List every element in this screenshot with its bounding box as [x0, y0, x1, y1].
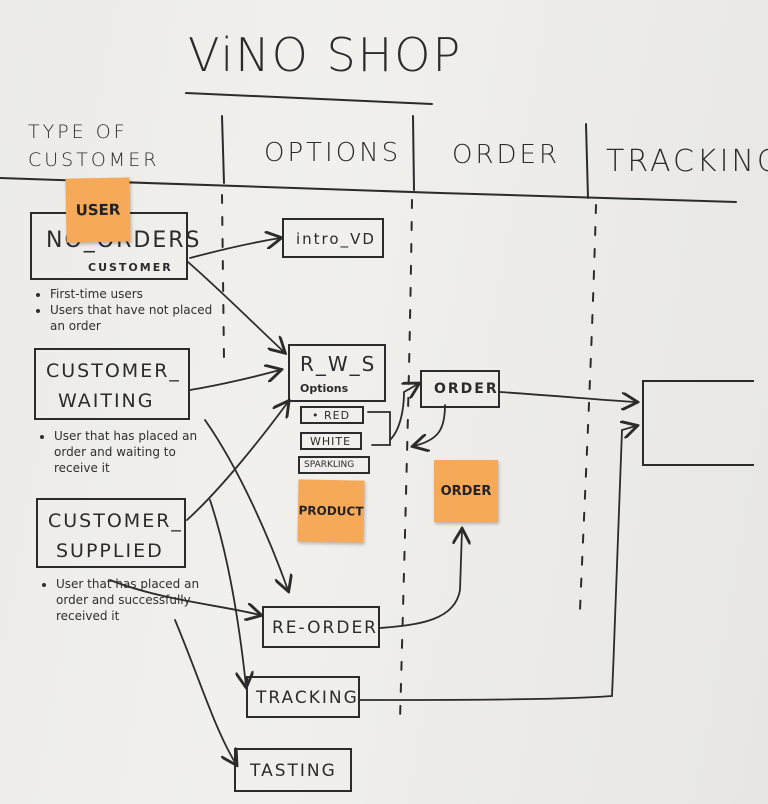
arrow-options-order	[389, 384, 418, 441]
option-white-box: WHITE	[300, 432, 362, 450]
option-tracking-box: TRACKING	[246, 676, 360, 718]
arrow-waiting-rws	[189, 370, 280, 391]
customer-supplied-notes: User that has placed an order and succes…	[42, 576, 216, 624]
arrow-tracking-page	[359, 426, 636, 701]
order-box-label: ORDER	[434, 381, 499, 397]
page-title: ViNO SHOP	[188, 28, 463, 82]
option-red-label: • RED	[312, 409, 351, 422]
sticky-note-product: PRODUCT	[297, 479, 365, 543]
option-intro-box: intro_VD	[282, 218, 384, 258]
arrow-supplied-rws	[186, 402, 288, 521]
note-supplied: User that has placed an order and succes…	[56, 576, 216, 624]
option-reorder-box: RE-ORDER	[262, 606, 380, 648]
customer-no-orders-notes: First-time users Users that have not pla…	[36, 286, 220, 334]
column-divider-1	[221, 115, 225, 184]
column-divider-3	[585, 123, 589, 199]
note-not-placed: Users that have not placed an order	[50, 302, 220, 334]
arrow-supplied-tracking	[209, 499, 246, 686]
sticky-note-user: USER	[65, 177, 131, 243]
dashed-divider-3	[579, 204, 597, 611]
customer-supplied-box: CUSTOMER_ SUPPLIED	[36, 498, 186, 568]
column-header-options: OPTIONS	[264, 138, 402, 168]
option-rws-box: R_W_S Options	[288, 344, 386, 402]
option-rws-label: R_W_S	[300, 352, 377, 376]
arrow-noorders-intro	[189, 238, 280, 259]
customer-waiting-box: CUSTOMER_ WAITING	[34, 348, 190, 420]
option-sparkling-label: SPARKLING	[304, 460, 355, 470]
column-header-order: ORDER	[452, 140, 561, 170]
option-red-box: • RED	[300, 406, 364, 424]
option-tasting-label: TASTING	[250, 761, 337, 781]
option-tasting-box: TASTING	[234, 748, 352, 792]
column-header-type-of-customer: TYPE OF CUSTOMER	[28, 121, 160, 171]
dashed-divider-1	[221, 194, 225, 361]
bracket-red-white	[367, 411, 391, 446]
customer-supplied-label-1: CUSTOMER_	[48, 510, 183, 532]
option-tracking-label: TRACKING	[256, 688, 359, 708]
dashed-divider-2	[399, 199, 413, 721]
option-sparkling-box: SPARKLING	[298, 456, 370, 474]
arrow-noorders-rws	[187, 261, 284, 352]
arrow-waiting-reorder	[204, 419, 288, 590]
option-white-label: WHITE	[310, 435, 352, 448]
customer-waiting-notes: User that has placed an order and waitin…	[40, 428, 214, 476]
customer-no-orders-sublabel: CUSTOMER	[88, 261, 173, 274]
column-header-tracking: TRACKING	[606, 144, 768, 179]
option-rws-sublabel: Options	[300, 382, 349, 395]
arrow-supplied-tasting	[174, 619, 236, 764]
arrow-supplied-reorder	[109, 579, 260, 615]
customer-waiting-label-1: CUSTOMER_	[46, 360, 181, 382]
tracking-page-box	[642, 380, 754, 466]
column-divider-2	[412, 115, 415, 191]
customer-waiting-label-2: WAITING	[58, 390, 155, 412]
note-first-time: First-time users	[50, 286, 220, 302]
option-intro-label: intro_VD	[296, 230, 376, 248]
title-underline	[185, 92, 433, 105]
option-reorder-label: RE-ORDER	[272, 618, 378, 638]
sticky-note-order: ORDER	[434, 460, 498, 522]
customer-supplied-label-2: SUPPLIED	[56, 540, 164, 562]
note-waiting: User that has placed an order and waitin…	[54, 428, 214, 476]
arrow-order-tracking	[499, 391, 636, 402]
order-box: ORDER	[420, 370, 500, 408]
arrow-reorder-order	[379, 530, 462, 629]
arrow-order-back	[414, 404, 446, 446]
